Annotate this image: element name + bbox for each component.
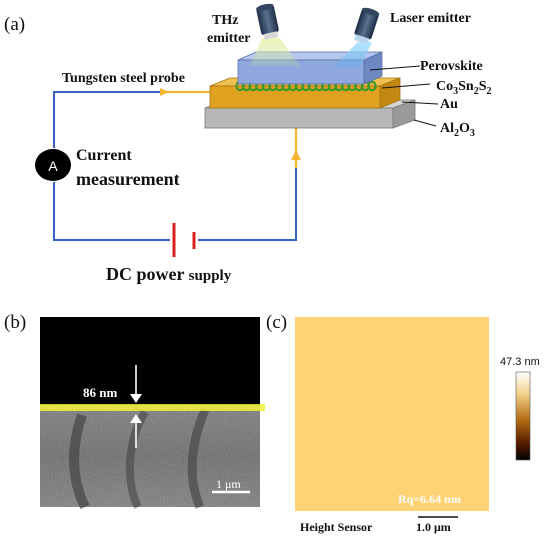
co3sn2s2-label: Co3Sn2S2 — [436, 79, 492, 97]
current-label-line1: Current — [76, 147, 132, 164]
afm-colorbar — [515, 371, 531, 461]
co3sn2s2-leader — [381, 83, 431, 89]
al2o3-label: Al2O3 — [440, 121, 475, 139]
ammeter-symbol: A — [48, 158, 58, 174]
au-leader — [401, 101, 439, 105]
sem-bottom-arrow-icon — [130, 414, 142, 423]
probe-label: Tungsten steel probe — [62, 71, 185, 86]
ammeter-icon: A — [35, 149, 71, 181]
sem-image — [40, 317, 265, 510]
coil-loop — [367, 80, 377, 92]
afm-roughness-label: Rq=6.64 nm — [398, 492, 461, 506]
dc-power-label: DC power supply — [106, 264, 232, 284]
laser-beam — [332, 42, 372, 68]
sem-top-arrow-icon — [130, 394, 142, 403]
probe-arrow-icon — [160, 88, 169, 96]
thz-label-line2: emitter — [207, 31, 251, 46]
afm-image — [295, 317, 489, 511]
perovskite-label: Perovskite — [420, 59, 483, 74]
sem-thickness-label: 86 nm — [83, 385, 117, 400]
sem-scale-label: 1 μm — [216, 477, 241, 491]
perovskite-leader — [369, 65, 421, 71]
thz-beam — [250, 38, 300, 66]
panel-label-c: (c) — [266, 312, 287, 333]
laser-emitter-label: Laser emitter — [390, 11, 471, 26]
sem-film-highlight — [40, 404, 265, 411]
current-label-line2: measurement — [76, 169, 180, 189]
thz-emitter-icon — [256, 3, 279, 41]
circuit-wires — [53, 91, 297, 241]
al2o3-leader — [413, 119, 437, 127]
au-label: Au — [440, 97, 458, 112]
afm-sensor-label: Height Sensor — [300, 520, 373, 534]
battery-icon — [172, 223, 196, 257]
panel-label-b: (b) — [4, 312, 26, 333]
panel-label-a: (a) — [4, 14, 25, 35]
afm-scale-label: 1.0 μm — [416, 520, 451, 534]
laser-emitter-icon — [354, 7, 380, 45]
afm-colorbar-max: 47.3 nm — [500, 356, 540, 368]
thz-label-line1: THz — [212, 13, 238, 28]
contact-arrow-icon — [291, 150, 301, 160]
